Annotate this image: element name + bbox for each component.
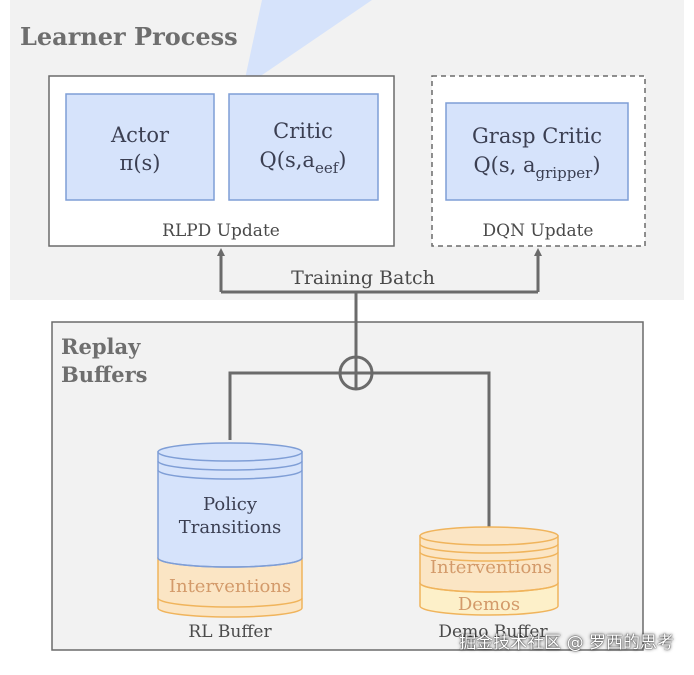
critic-box [228,93,379,201]
rl-buffer-divider [157,557,303,568]
learner-beam [243,0,372,88]
rlpd-update-label: RLPD Update [162,221,280,241]
demo-buffer-divider [419,582,559,593]
rl-buffer-policy-line2: Transitions [179,517,282,538]
grasp-critic-box [445,102,629,201]
grasp-critic-name: Grasp Critic [472,124,602,148]
grasp-critic-formula-end: ) [592,153,600,177]
actor-name: Actor [110,123,170,147]
demo-buffer-ring-1 [419,543,559,554]
dqn-update-label: DQN Update [483,221,594,241]
rl-buffer-ring-2 [157,469,303,480]
rl-buffer-cylinder [157,442,303,618]
grasp-critic-formula-sub: gripper [536,164,594,182]
demo-buffer-cylinder [419,526,559,616]
training-batch-label: Training Batch [291,267,435,289]
rl-buffer-top [157,442,303,462]
demo-buffer-connector [372,371,491,530]
rl-buffer-interventions-layer [157,557,303,618]
demo-buffer-label: Demo Buffer [438,622,548,642]
critic-formula-end: ) [338,148,346,172]
rl-buffer-bottom-ring [157,597,303,608]
critic-formula: Q(s,aeef) [260,148,347,177]
replay-buffers-title-line1: Replay [61,334,141,359]
demo-buffer-demos-label: Demos [458,594,520,615]
rl-buffer-interventions-label: Interventions [169,576,291,597]
demo-buffer-interventions-label: Interventions [430,557,552,578]
critic-formula-main: Q(s,a [260,148,315,172]
rl-buffer-connector [228,371,340,440]
watermark: 掘金技术社区 @ 罗西的思考 [459,633,674,653]
rl-buffer-policy-line1: Policy [203,494,258,515]
rl-buffer-ring-1 [157,460,303,471]
replay-buffers-title-line2: Buffers [61,362,148,387]
actor-formula: π(s) [120,151,161,175]
grasp-critic-formula-main: Q(s, a [473,153,535,177]
critic-name: Critic [273,119,333,143]
grasp-critic-formula: Q(s, agripper) [473,153,600,182]
actor-box [65,93,215,201]
demo-buffer-top [419,526,559,546]
learner-process-title: Learner Process [20,22,238,51]
demo-buffer-ring-2 [419,551,559,562]
rl-buffer-label: RL Buffer [188,622,272,642]
critic-formula-sub: eef [315,159,340,177]
